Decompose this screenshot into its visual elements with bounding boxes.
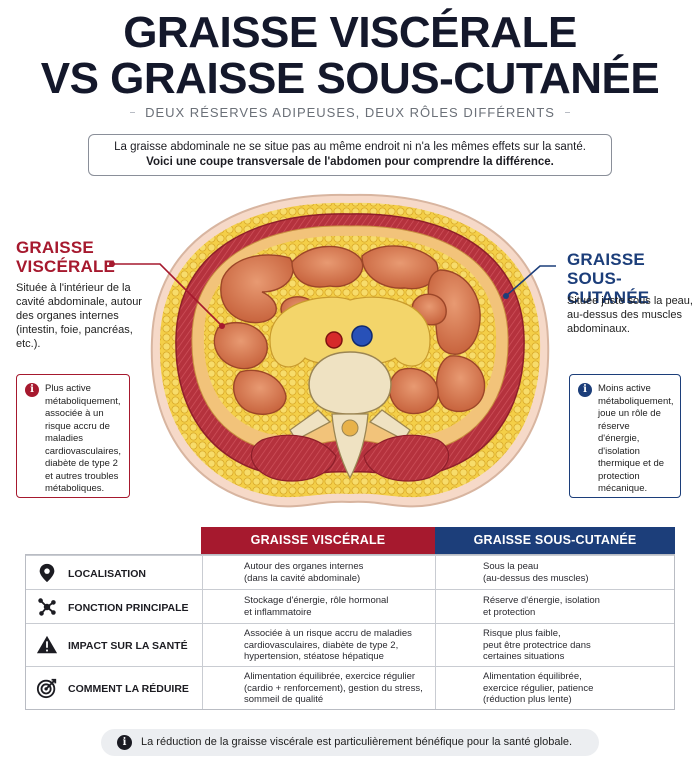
intro-box: La graisse abdominale ne se situe pas au… xyxy=(88,134,612,176)
subtitle: DEUX RÉSERVES ADIPEUSES, DEUX RÔLES DIFF… xyxy=(145,104,555,120)
subcutaneous-callout-line xyxy=(505,265,556,297)
row-label: LOCALISATION xyxy=(68,568,146,580)
table-row: IMPACT SUR LA SANTÉ Associée à un risque… xyxy=(26,623,674,666)
back-muscle-right xyxy=(363,434,450,482)
visceral-description: Située à l'intérieur de la cavité abdomi… xyxy=(16,282,142,350)
info-icon: i xyxy=(117,735,132,750)
subcutaneous-title: GRAISSE SOUS-CUTANÉE xyxy=(567,250,700,307)
row-cell-subcutaneous: Alimentation équilibrée, exercice réguli… xyxy=(483,671,594,705)
row-label: FONCTION PRINCIPALE xyxy=(68,602,189,614)
row-cell-visceral: Stockage d'énergie, rôle hormonal et inf… xyxy=(244,595,389,618)
divider xyxy=(130,111,136,113)
aorta xyxy=(325,331,343,349)
visceral-title: GRAISSE VISCÉRALE xyxy=(16,238,115,276)
row-label: COMMENT LA RÉDUIRE xyxy=(68,683,189,695)
page-title-line-1: GRAISSE VISCÉRALE xyxy=(123,8,577,57)
subcutaneous-info-text: Moins active métaboliquement, joue un rô… xyxy=(598,383,674,494)
row-cell-visceral: Alimentation équilibrée, exercice réguli… xyxy=(244,671,423,705)
visceral-callout-line xyxy=(112,263,223,327)
vertebra xyxy=(289,351,411,480)
visceral-title-line-2: VISCÉRALE xyxy=(16,257,116,276)
location-pin-icon xyxy=(39,563,55,583)
row-label: IMPACT SUR LA SANTÉ xyxy=(68,640,188,652)
info-icon: i xyxy=(578,383,592,397)
subcutaneous-description: Située juste sous la peau, au-dessus des… xyxy=(567,295,693,335)
table-header-subcutaneous: GRAISSE SOUS-CUTANÉE xyxy=(435,527,675,554)
vena-cava xyxy=(351,325,373,347)
table-body: LOCALISATION Autour des organes internes… xyxy=(25,554,675,710)
back-muscle-left xyxy=(250,434,337,482)
table-row: FONCTION PRINCIPALE Stockage d'énergie, … xyxy=(26,589,674,623)
row-cell-subcutaneous: Sous la peau (au-dessus des muscles) xyxy=(483,561,589,584)
column-divider xyxy=(435,555,436,709)
visceral-info-box: i Plus active métaboliquement, associée … xyxy=(16,374,130,498)
target-icon xyxy=(36,678,57,699)
intro-line-2: Voici une coupe transversale de l'abdome… xyxy=(146,156,554,168)
visceral-title-line-1: GRAISSE xyxy=(16,238,94,257)
warning-triangle-icon xyxy=(36,635,58,654)
subcutaneous-info-box: i Moins active métaboliquement, joue un … xyxy=(569,374,681,498)
divider xyxy=(564,111,571,113)
info-icon: i xyxy=(25,383,39,397)
footer-text: La réduction de la graisse viscérale est… xyxy=(141,736,573,748)
table-header-visceral: GRAISSE VISCÉRALE xyxy=(201,527,435,554)
subtitle-row: DEUX RÉSERVES ADIPEUSES, DEUX RÔLES DIFF… xyxy=(130,103,571,121)
table-row: COMMENT LA RÉDUIRE Alimentation équilibr… xyxy=(26,666,674,709)
intro-line-1: La graisse abdominale ne se situe pas au… xyxy=(114,141,586,153)
row-cell-visceral: Autour des organes internes (dans la cav… xyxy=(244,561,364,584)
footer-note: i La réduction de la graisse viscérale e… xyxy=(101,729,599,756)
table-row: LOCALISATION Autour des organes internes… xyxy=(26,555,674,589)
row-cell-subcutaneous: Réserve d'énergie, isolation et protecti… xyxy=(483,595,600,618)
subcutaneous-title-line-1: GRAISSE xyxy=(567,250,645,269)
row-cell-visceral: Associée à un risque accru de maladies c… xyxy=(244,628,412,662)
page-title-line-2: VS GRAISSE SOUS-CUTANÉE xyxy=(40,54,660,103)
subcutaneous-title-line-2: SOUS-CUTANÉE xyxy=(567,269,650,307)
row-cell-subcutaneous: Risque plus faible, peut être protectric… xyxy=(483,628,591,662)
network-nodes-icon xyxy=(38,598,56,616)
column-divider xyxy=(202,555,203,709)
visceral-info-text: Plus active métaboliquement, associée à … xyxy=(45,383,122,494)
